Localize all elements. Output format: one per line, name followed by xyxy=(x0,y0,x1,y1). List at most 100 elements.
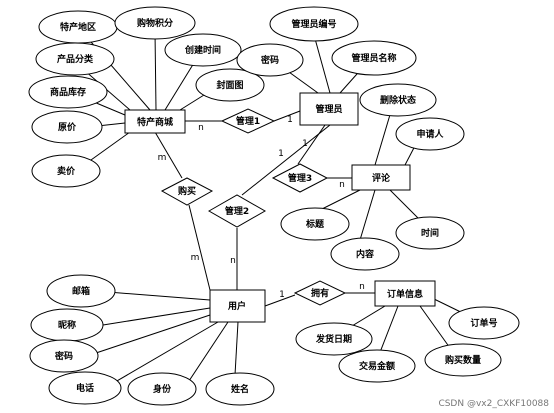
attribute-comment-time-label: 时间 xyxy=(421,227,439,239)
edge-product-points xyxy=(154,30,157,111)
attribute-comment-delstate: 删除状态 xyxy=(359,83,437,117)
attribute-comment-applicant-label: 申请人 xyxy=(416,128,444,140)
cardinality-manage1-admin: 1 xyxy=(287,115,293,125)
relationship-own-label: 拥有 xyxy=(311,287,329,299)
cardinality-admin-manage2: 1 xyxy=(278,149,284,159)
attribute-admin-name: 管理员名称 xyxy=(331,40,417,76)
cardinality-admin-manage3: 1 xyxy=(302,139,308,149)
attribute-user-identity: 身份 xyxy=(127,372,197,406)
attribute-comment-title: 标题 xyxy=(280,207,350,241)
attribute-comment-time: 时间 xyxy=(395,216,465,250)
edge-admin-manage2 xyxy=(241,124,331,196)
edge-user-nickname xyxy=(102,307,211,326)
attribute-order-number: 订单号 xyxy=(448,306,520,340)
attribute-product-region-label: 特产地区 xyxy=(60,21,96,33)
entity-order: 订单信息 xyxy=(374,280,436,307)
edge-comment-delstate xyxy=(374,107,393,166)
attribute-comment-content: 内容 xyxy=(330,237,400,271)
edge-user-phone xyxy=(109,321,219,386)
cardinality-manage2-user: n xyxy=(230,256,236,266)
attribute-product-points: 购物积分 xyxy=(114,6,196,40)
relationship-manage2: 管理2 xyxy=(207,194,267,228)
attribute-product-sale-label: 卖价 xyxy=(57,165,76,177)
relationship-manage1: 管理1 xyxy=(220,108,276,134)
attribute-admin-password-label: 密码 xyxy=(260,54,279,66)
edge-comment-title xyxy=(319,189,361,211)
attribute-admin-name-label: 管理员名称 xyxy=(351,52,396,64)
attribute-product-stock: 商品库存 xyxy=(28,75,108,109)
relationship-buy: 购买 xyxy=(160,177,214,206)
attribute-admin-id-label: 管理员编号 xyxy=(291,18,336,30)
attribute-user-phone-label: 电话 xyxy=(76,382,94,394)
attribute-product-cover-label: 封面图 xyxy=(216,79,243,91)
attribute-comment-content-label: 内容 xyxy=(356,248,374,260)
attribute-product-sale: 卖价 xyxy=(31,154,101,188)
edge-product-created xyxy=(164,57,198,111)
cardinality-product-manage1: n xyxy=(198,123,204,133)
edge-user-email xyxy=(107,291,211,301)
attribute-comment-title-label: 标题 xyxy=(305,218,325,230)
attribute-user-password-label: 密码 xyxy=(54,350,73,362)
entity-order-label: 订单信息 xyxy=(387,288,423,300)
cardinality-own-order: n xyxy=(359,282,365,292)
attribute-order-ship: 发货日期 xyxy=(295,322,373,356)
edge-manage1-admin xyxy=(273,110,301,122)
attribute-user-surname-label: 姓名 xyxy=(230,383,249,395)
attribute-order-amount: 交易金额 xyxy=(338,349,416,383)
cardinality-user-own: 1 xyxy=(279,290,285,300)
connector-lines xyxy=(69,26,474,388)
relationship-manage3: 管理3 xyxy=(271,163,329,193)
cardinality-manage3-comment: n xyxy=(339,180,345,190)
attribute-user-phone: 电话 xyxy=(48,371,122,405)
attribute-product-price: 原价 xyxy=(31,110,103,144)
entity-comment-label: 评论 xyxy=(372,172,391,184)
edge-user-own xyxy=(264,294,296,307)
attribute-user-email-label: 邮箱 xyxy=(72,285,90,297)
attribute-comment-applicant: 申请人 xyxy=(395,117,465,151)
attribute-product-price-label: 原价 xyxy=(58,122,77,133)
relationship-own: 拥有 xyxy=(293,280,347,306)
cardinality-buy-user: m xyxy=(191,253,200,263)
entity-comment: 评论 xyxy=(351,164,411,191)
attribute-product-cover: 封面图 xyxy=(195,68,265,102)
entity-product: 特产商城 xyxy=(124,109,186,134)
entity-user: 用户 xyxy=(209,289,266,323)
attribute-product-region: 特产地区 xyxy=(38,10,118,44)
cardinality-product-buy: m xyxy=(158,153,167,163)
edge-comment-time xyxy=(389,189,419,219)
edge-product-sale xyxy=(83,131,131,166)
relationship-manage3-label: 管理3 xyxy=(288,172,312,184)
attribute-admin-id: 管理员编号 xyxy=(269,6,359,42)
attribute-user-surname: 姓名 xyxy=(205,372,275,406)
attribute-product-stock-label: 商品库存 xyxy=(50,86,86,98)
attribute-admin-password: 密码 xyxy=(236,43,304,77)
attribute-order-quantity-label: 购买数量 xyxy=(445,354,481,366)
edge-user-password xyxy=(95,314,211,354)
attribute-order-number-label: 订单号 xyxy=(470,317,497,329)
attribute-product-category-label: 产品分类 xyxy=(57,53,94,65)
attribute-user-email: 邮箱 xyxy=(46,274,116,308)
attribute-user-nickname-label: 昵称 xyxy=(58,319,76,331)
edge-product-buy xyxy=(154,131,183,179)
relationship-manage1-label: 管理1 xyxy=(236,115,260,127)
attribute-order-ship-label: 发货日期 xyxy=(315,333,352,345)
entity-user-label: 用户 xyxy=(227,300,246,312)
attribute-order-amount-label: 交易金额 xyxy=(359,360,395,372)
attribute-user-password: 密码 xyxy=(29,339,99,373)
watermark-text: CSDN @vx2_CXKF10088 xyxy=(438,399,549,409)
attribute-product-created: 创建时间 xyxy=(164,33,242,67)
edge-comment-content xyxy=(359,189,376,241)
entity-admin-label: 管理员 xyxy=(315,103,342,115)
attribute-product-points-label: 购物积分 xyxy=(137,17,173,29)
edge-buy-user xyxy=(188,204,211,291)
edge-admin-manage3 xyxy=(297,124,326,165)
entity-product-label: 特产商城 xyxy=(137,116,173,128)
attribute-user-identity-label: 身份 xyxy=(153,383,172,395)
relationship-buy-label: 购买 xyxy=(178,185,196,197)
edge-user-surname xyxy=(234,321,239,376)
attribute-order-quantity: 购买数量 xyxy=(424,343,502,377)
edge-user-identity xyxy=(184,321,229,388)
attribute-product-created-label: 创建时间 xyxy=(184,44,221,56)
cardinality-labels: n 1 1 n 1 n m m 1 n xyxy=(158,115,365,300)
